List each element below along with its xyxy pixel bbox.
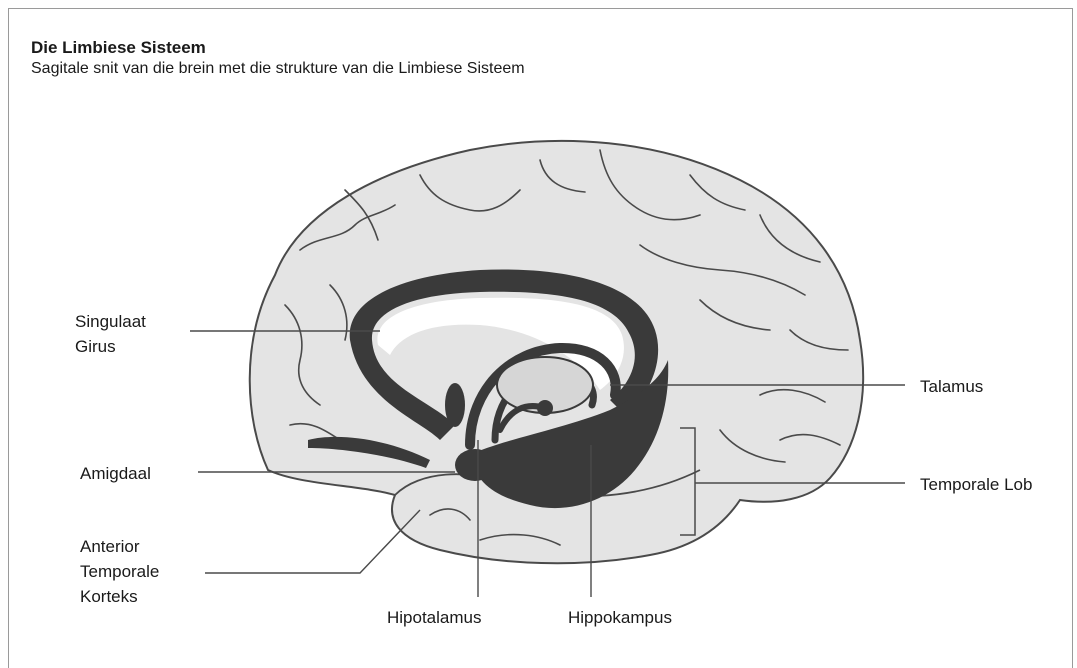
label-singulaat-line2: Girus [75,337,116,356]
label-hippokampus: Hippokampus [568,608,672,627]
label-anterior-line3: Korteks [80,587,138,606]
label-hipotalamus: Hipotalamus [387,608,482,627]
septal-area [445,383,465,427]
label-singulaat-line1: Singulaat [75,312,146,331]
amygdala [455,449,495,481]
label-amigdaal: Amigdaal [80,464,151,483]
label-anterior-line1: Anterior [80,537,140,556]
label-talamus: Talamus [920,377,983,396]
label-anterior-line2: Temporale [80,562,159,581]
label-temporale-lob: Temporale Lob [920,475,1032,494]
